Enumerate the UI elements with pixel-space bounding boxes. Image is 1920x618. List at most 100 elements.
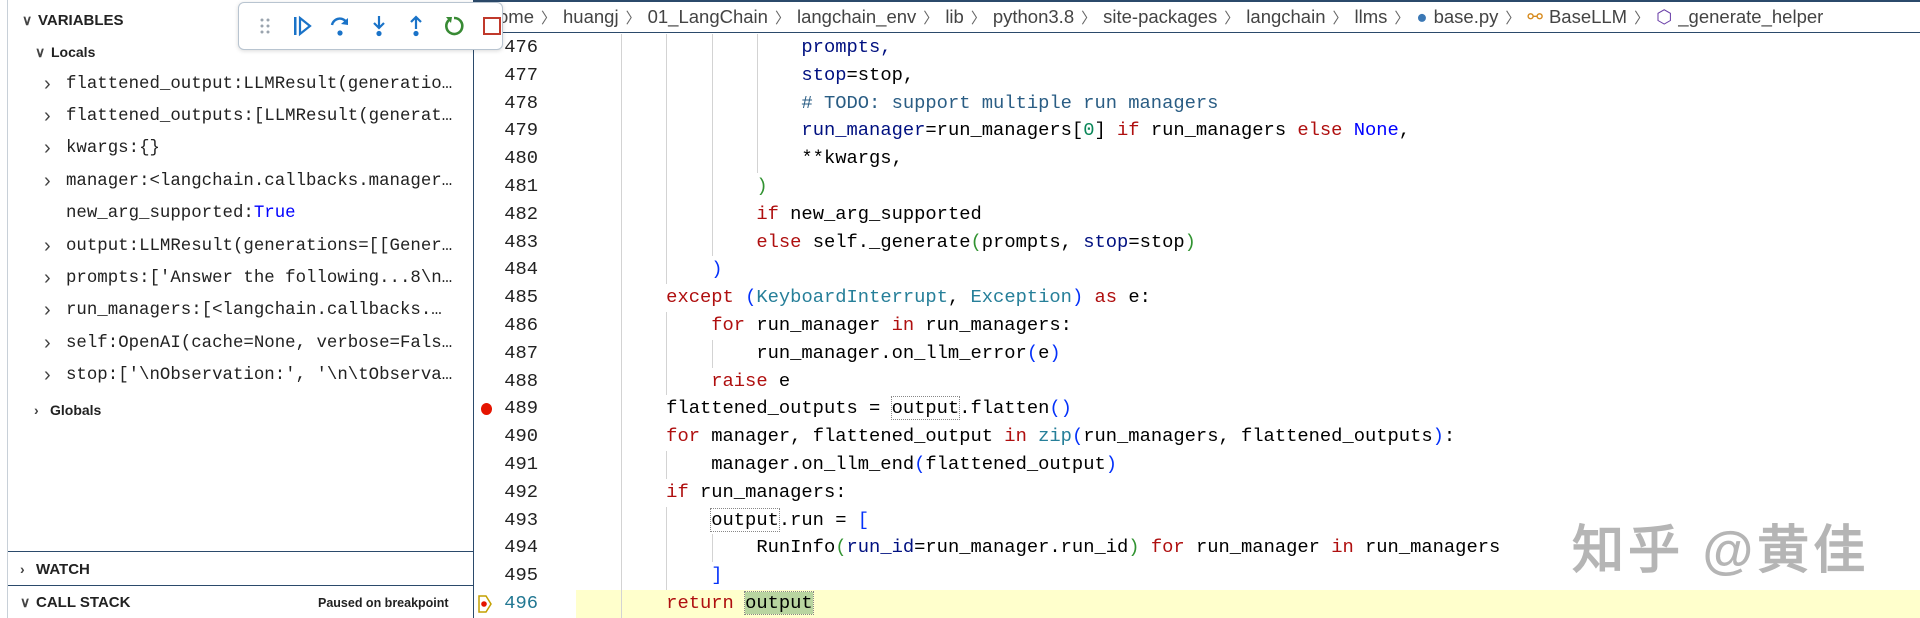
code-line[interactable]: if run_managers: bbox=[576, 478, 1920, 507]
breadcrumb-item[interactable]: lib bbox=[945, 6, 964, 27]
code-line[interactable]: flattened_outputs = output.flatten() bbox=[576, 395, 1920, 424]
variables-section-header[interactable]: ∨ VARIABLES bbox=[22, 8, 124, 32]
breadcrumb-item[interactable]: BaseLLM bbox=[1548, 6, 1628, 27]
code-token: if bbox=[666, 480, 689, 503]
variables-title: VARIABLES bbox=[38, 11, 124, 29]
code-editor[interactable]: prompts, stop=stop, # TODO: support mult… bbox=[576, 0, 1920, 618]
separator: : bbox=[191, 301, 202, 321]
indent-guide bbox=[621, 145, 623, 173]
code-token: in bbox=[891, 314, 915, 336]
indent-guide bbox=[621, 284, 623, 312]
indent-guide bbox=[621, 61, 623, 90]
code-line[interactable]: stop=stop, bbox=[576, 61, 1920, 90]
code-token: ) bbox=[1049, 341, 1061, 364]
code-line[interactable]: except (KeyboardInterrupt, Exception) as… bbox=[576, 284, 1920, 312]
call-stack-section-header[interactable]: ∨ CALL STACK bbox=[20, 590, 130, 614]
divider bbox=[8, 585, 473, 586]
variable-value: True bbox=[253, 204, 296, 224]
code-token: run_id bbox=[846, 536, 915, 559]
code-line[interactable]: else self._generate(prompts, stop=stop) bbox=[576, 228, 1920, 257]
variable-item[interactable]: ›self: OpenAI(cache=None, verbose=Fals… bbox=[44, 328, 452, 358]
code-token: stop bbox=[801, 63, 847, 86]
code-token: run_manager bbox=[801, 119, 926, 142]
indent-guide bbox=[756, 61, 758, 90]
code-token: ] bbox=[1094, 119, 1118, 142]
breadcrumb-item[interactable]: site-packages bbox=[1103, 6, 1218, 27]
code-line[interactable]: prompts, bbox=[576, 34, 1920, 62]
step-over-button[interactable] bbox=[329, 14, 351, 38]
code-line[interactable]: run_manager=run_managers[0] if run_manag… bbox=[576, 117, 1920, 146]
code-line[interactable]: if new_arg_supported bbox=[576, 200, 1920, 229]
step-into-button[interactable] bbox=[368, 14, 388, 38]
debug-sidebar: ∨ VARIABLES ∨ Locals ›flattened_output: … bbox=[0, 0, 474, 618]
variable-item[interactable]: ›stop: ['\nObservation:', '\n\tObserva… bbox=[44, 361, 452, 391]
chevron-right-icon: 〉 bbox=[625, 9, 641, 27]
indent-guide bbox=[621, 89, 623, 118]
code-token bbox=[734, 592, 745, 614]
code-line[interactable]: manager.on_llm_end(flattened_output) bbox=[576, 451, 1920, 479]
code-line[interactable]: for manager, flattened_output in zip(run… bbox=[576, 423, 1920, 451]
method-icon: ⬡ bbox=[1656, 6, 1673, 27]
indent-guide bbox=[621, 562, 623, 590]
indent-guide bbox=[621, 534, 623, 563]
chevron-right-icon: › bbox=[44, 364, 51, 387]
drag-handle[interactable] bbox=[255, 14, 275, 38]
code-line[interactable]: raise e bbox=[576, 367, 1920, 396]
line-number: 492 bbox=[504, 480, 538, 503]
code-token: # TODO: support multiple run managers bbox=[801, 91, 1219, 114]
indent-guide bbox=[621, 256, 623, 285]
code-line[interactable]: return output bbox=[576, 590, 1920, 618]
breakpoint-icon[interactable] bbox=[481, 403, 492, 416]
breadcrumb-item[interactable]: base.py bbox=[1433, 6, 1499, 27]
variable-item[interactable]: ›run_managers: [<langchain.callbacks.… bbox=[44, 296, 442, 326]
continue-button[interactable] bbox=[292, 14, 313, 38]
breadcrumb-item[interactable]: python3.8 bbox=[992, 6, 1075, 27]
code-line[interactable]: ) bbox=[576, 256, 1920, 285]
code-token bbox=[576, 481, 666, 503]
restart-button[interactable] bbox=[443, 14, 465, 38]
code-line[interactable]: **kwargs, bbox=[576, 145, 1920, 173]
separator: : bbox=[232, 74, 244, 94]
code-token: =run_manager.run_id bbox=[914, 536, 1129, 559]
indent-guide bbox=[621, 451, 623, 479]
breadcrumb-item[interactable]: huangj bbox=[563, 6, 619, 27]
variable-item[interactable]: ›prompts: ['Answer the following...8\n… bbox=[44, 263, 452, 293]
breadcrumb-item[interactable]: _generate_helper bbox=[1678, 6, 1824, 27]
variable-item[interactable]: ›kwargs: {} bbox=[44, 134, 160, 164]
code-line[interactable]: run_manager.on_llm_error(e) bbox=[576, 339, 1920, 368]
code-token: .flatten bbox=[959, 397, 1050, 420]
line-number: 477 bbox=[504, 63, 538, 86]
stop-button[interactable] bbox=[482, 14, 502, 38]
code-line[interactable]: RunInfo(run_id=run_manager.run_id) for r… bbox=[576, 534, 1920, 563]
step-out-button[interactable] bbox=[406, 14, 426, 38]
breadcrumb-item[interactable]: llms bbox=[1354, 6, 1388, 27]
indent-guide bbox=[711, 34, 713, 62]
code-token: =stop bbox=[1128, 230, 1185, 253]
code-token: run_managers: bbox=[914, 314, 1072, 336]
breadcrumb-item[interactable]: langchain_env bbox=[796, 6, 917, 27]
breadcrumb-item[interactable]: langchain bbox=[1246, 6, 1326, 27]
watch-section-header[interactable]: › WATCH bbox=[20, 557, 90, 581]
variable-item[interactable]: ›flattened_outputs: [LLMResult(generat… bbox=[44, 101, 452, 131]
indent-guide bbox=[666, 451, 668, 479]
code-token: run_manager bbox=[745, 314, 892, 336]
code-line[interactable]: for run_manager in run_managers: bbox=[576, 312, 1920, 340]
code-line[interactable]: ) bbox=[576, 173, 1920, 201]
code-token bbox=[1027, 425, 1038, 447]
code-line[interactable]: ] bbox=[576, 562, 1920, 590]
globals-scope[interactable]: › Globals bbox=[34, 398, 101, 422]
code-token: ( bbox=[914, 453, 926, 475]
variable-item[interactable]: ›manager: <langchain.callbacks.manager… bbox=[44, 166, 452, 196]
locals-scope[interactable]: ∨ Locals bbox=[35, 40, 95, 64]
code-token: else bbox=[1297, 119, 1343, 142]
variable-item[interactable]: ›output: LLMResult(generations=[[Gener… bbox=[44, 231, 452, 261]
indent-guide bbox=[666, 228, 668, 257]
breadcrumb-item[interactable]: 01_LangChain bbox=[647, 6, 768, 27]
variable-item[interactable]: new_arg_supported: True bbox=[44, 199, 296, 229]
variable-item[interactable]: ›flattened_output: LLMResult(generatio… bbox=[44, 69, 452, 99]
code-token: for bbox=[666, 425, 700, 448]
code-line[interactable]: # TODO: support multiple run managers bbox=[576, 89, 1920, 118]
breadcrumb-item[interactable]: ome bbox=[498, 6, 534, 27]
code-line[interactable]: output.run = [ bbox=[576, 506, 1920, 535]
code-token: as bbox=[1094, 286, 1118, 309]
